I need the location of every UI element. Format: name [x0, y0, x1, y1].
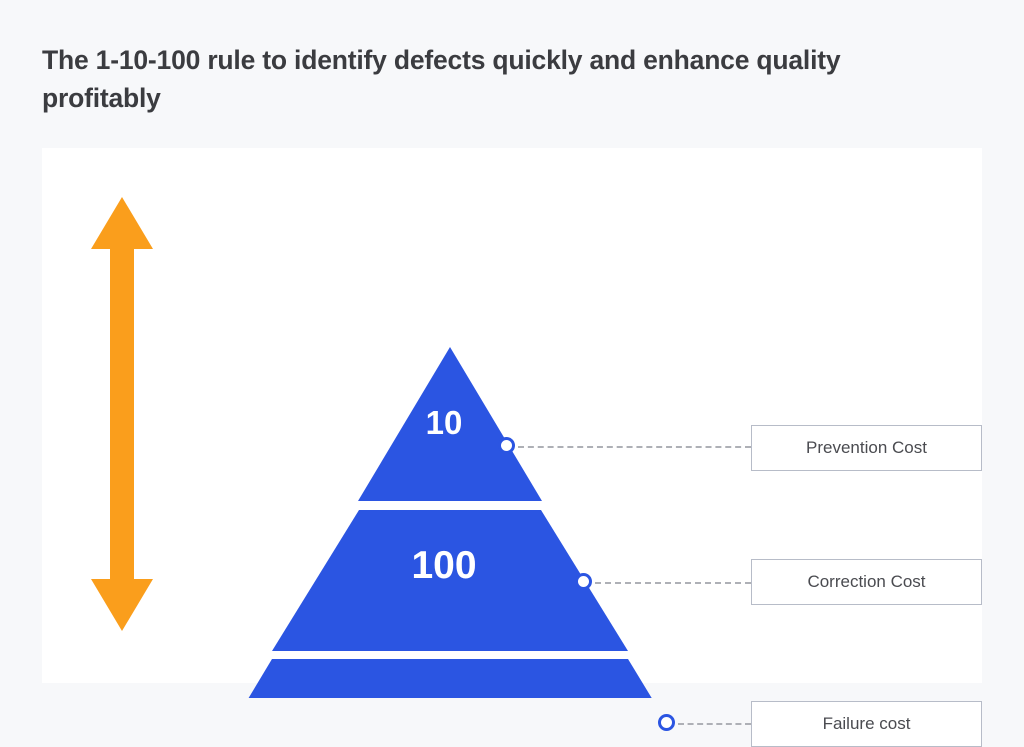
cost-label-prevention[interactable]: Prevention Cost: [751, 425, 982, 471]
cost-label-failure[interactable]: Failure cost: [751, 701, 982, 747]
pyramid-tier-3-shape: [219, 659, 682, 747]
leader-line-correction: [595, 582, 751, 584]
pyramid-shapes: [219, 347, 682, 747]
cost-label-failure-text: Failure cost: [822, 714, 911, 733]
pyramid-tier-1-shape: [358, 347, 542, 501]
page-title: The 1-10-100 rule to identify defects qu…: [42, 45, 841, 113]
connector-dot-prevention[interactable]: [498, 437, 515, 454]
cost-label-correction-text: Correction Cost: [807, 572, 926, 591]
pyramid-chart: 1 10 100: [132, 188, 772, 747]
leader-line-prevention: [518, 446, 751, 448]
cost-label-correction[interactable]: Correction Cost: [751, 559, 982, 605]
leader-line-failure: [678, 723, 751, 725]
diagram-card: 1 10 100 Prevention Cost Correction Cost…: [42, 148, 982, 747]
connector-dot-failure[interactable]: [658, 714, 675, 731]
connector-dot-correction[interactable]: [575, 573, 592, 590]
pyramid-tier-2-shape: [272, 510, 628, 651]
cost-label-prevention-text: Prevention Cost: [806, 438, 927, 457]
double-headed-vertical-arrow-icon: [91, 197, 153, 631]
